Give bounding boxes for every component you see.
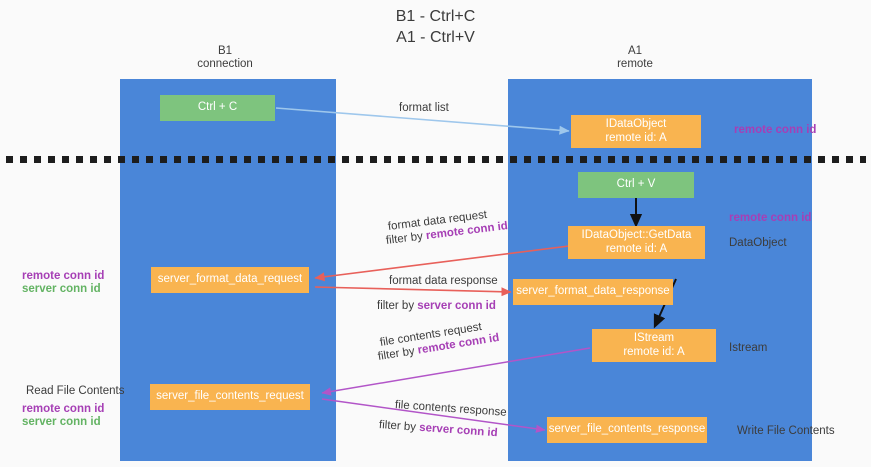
swimlane-header-left-role: connection bbox=[197, 58, 253, 70]
arrow-format-data-response bbox=[314, 286, 512, 297]
node-server-file-contents-response[interactable]: server_file_contents_response bbox=[547, 417, 707, 443]
node-server-file-contents-request[interactable]: server_file_contents_request bbox=[150, 384, 310, 410]
node-server-format-data-response[interactable]: server_format_data_response bbox=[513, 279, 673, 305]
swimlane-header-right-name: A1 bbox=[627, 45, 643, 57]
edge-label-format-data-response: format data response bbox=[389, 275, 498, 287]
page-title: B1 - Ctrl+C A1 - Ctrl+V bbox=[0, 6, 871, 48]
title-line-1: B1 - Ctrl+C bbox=[395, 8, 476, 25]
node-ctrl-c-label: Ctrl + C bbox=[197, 101, 238, 114]
node-istream-line1: IStream bbox=[633, 332, 675, 344]
node-server-format-data-response-label: server_format_data_response bbox=[516, 285, 670, 298]
annotation-right-mid-remote-conn-id: remote conn id bbox=[729, 212, 812, 224]
node-ctrl-v[interactable]: Ctrl + V bbox=[578, 172, 694, 198]
node-istream-line2: remote id: A bbox=[623, 345, 685, 358]
node-server-file-contents-response-label: server_file_contents_response bbox=[548, 423, 706, 436]
arrow-format-data-request bbox=[314, 245, 570, 282]
node-getdata-line1: IDataObject::GetData bbox=[581, 229, 692, 241]
arrow-file-contents-request bbox=[321, 347, 591, 396]
node-server-file-contents-request-label: server_file_contents_request bbox=[156, 390, 304, 403]
node-idataobject-line1: IDataObject bbox=[605, 118, 667, 130]
edge-label-format-data-response-filter: filter by server conn id bbox=[377, 299, 496, 313]
annotation-left-server-conn-id-2: server conn id bbox=[22, 416, 101, 428]
annotation-left-server-conn-id: server conn id bbox=[22, 283, 101, 295]
annotation-left-remote-conn-id: remote conn id bbox=[22, 270, 105, 282]
node-ctrl-c[interactable]: Ctrl + C bbox=[160, 95, 275, 121]
annotation-right-top-remote-conn-id: remote conn id bbox=[734, 124, 817, 136]
annotation-dataobject: DataObject bbox=[729, 237, 787, 249]
arrow-format-list bbox=[275, 107, 570, 135]
swimlane-header-left: B1 connection bbox=[160, 45, 290, 71]
edge-label-format-list: format list bbox=[399, 102, 449, 114]
annotation-read-file-contents: Read File Contents bbox=[26, 385, 125, 397]
node-idataobject-line2: remote id: A bbox=[605, 131, 667, 144]
filter-key-2: server conn id bbox=[417, 300, 496, 312]
annotation-istream: Istream bbox=[729, 342, 768, 354]
node-istream[interactable]: IStream remote id: A bbox=[592, 329, 716, 362]
node-ctrl-v-label: Ctrl + V bbox=[616, 178, 656, 191]
swimlane-header-left-name: B1 bbox=[217, 45, 233, 57]
node-idataobject-getdata[interactable]: IDataObject::GetData remote id: A bbox=[568, 226, 705, 259]
node-server-format-data-request-label: server_format_data_request bbox=[157, 273, 303, 286]
title-line-2: A1 - Ctrl+V bbox=[396, 29, 475, 46]
node-server-format-data-request[interactable]: server_format_data_request bbox=[151, 267, 309, 293]
section-divider bbox=[6, 156, 866, 163]
filter-prefix-2: filter by bbox=[377, 300, 418, 312]
arrow-file-contents-response bbox=[321, 398, 546, 433]
annotation-write-file-contents: Write File Contents bbox=[737, 425, 835, 437]
node-getdata-line2: remote id: A bbox=[605, 242, 668, 255]
swimlane-header-right: A1 remote bbox=[570, 45, 700, 71]
annotation-left-remote-conn-id-2: remote conn id bbox=[22, 403, 105, 415]
node-idataobject[interactable]: IDataObject remote id: A bbox=[571, 115, 701, 148]
swimlane-header-right-role: remote bbox=[617, 58, 653, 70]
filter-prefix-4: filter by bbox=[378, 419, 420, 434]
